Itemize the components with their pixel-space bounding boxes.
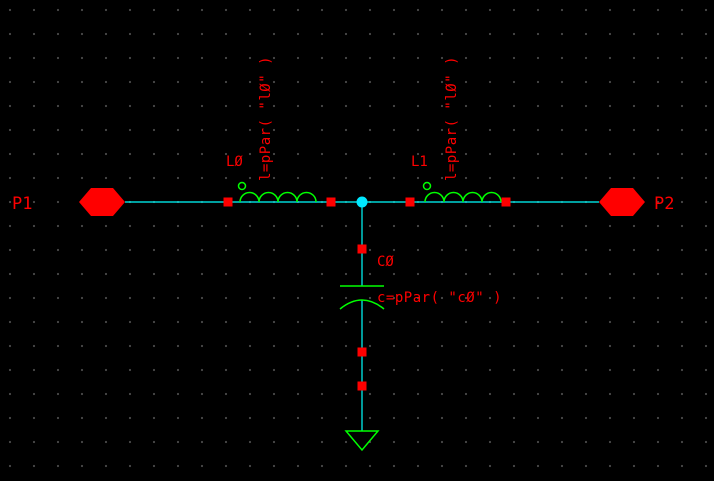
inductor-l0-value-label[interactable]: l=pPar( "lØ" ) <box>258 56 274 181</box>
inductor-l0-name-label[interactable]: LØ <box>226 154 243 170</box>
port-p1[interactable]: P1 <box>12 188 125 216</box>
capacitor-c0-name-label[interactable]: CØ <box>377 254 394 270</box>
inductor-l1-terminal-dot <box>422 181 432 191</box>
port-p1-label[interactable]: P1 <box>12 194 32 214</box>
pin-squares[interactable] <box>223 197 511 391</box>
ground-triangle[interactable] <box>344 430 380 452</box>
port-p2-symbol[interactable] <box>599 188 645 216</box>
inductor-l0-coil[interactable] <box>239 191 317 203</box>
inductor-l0[interactable]: LØ l=pPar( "lØ" ) <box>226 56 317 203</box>
port-p2[interactable]: P2 <box>599 188 674 216</box>
inductor-l1[interactable]: L1 l=pPar( "lØ" ) <box>411 56 502 203</box>
inductor-l1-name-label[interactable]: L1 <box>411 154 428 170</box>
inductor-l0-terminal-dot <box>237 181 247 191</box>
pin-square[interactable] <box>405 197 415 207</box>
port-p2-label[interactable]: P2 <box>654 194 674 214</box>
inductor-l1-value-label[interactable]: l=pPar( "lØ" ) <box>444 56 460 181</box>
pin-square[interactable] <box>357 347 367 357</box>
ground-symbol[interactable] <box>344 430 380 452</box>
capacitor-c0-plate-bottom[interactable] <box>339 299 385 310</box>
capacitor-c0[interactable]: CØ c=pPar( "cØ" ) <box>339 254 502 310</box>
inductor-l1-coil[interactable] <box>424 191 502 203</box>
capacitor-c0-value-label[interactable]: c=pPar( "cØ" ) <box>377 290 502 306</box>
pin-square[interactable] <box>326 197 336 207</box>
port-p1-symbol[interactable] <box>79 188 125 216</box>
junction-node-dot[interactable] <box>356 196 368 208</box>
pin-square[interactable] <box>223 197 233 207</box>
pin-square[interactable] <box>357 244 367 254</box>
pin-square[interactable] <box>357 381 367 391</box>
pin-square[interactable] <box>501 197 511 207</box>
